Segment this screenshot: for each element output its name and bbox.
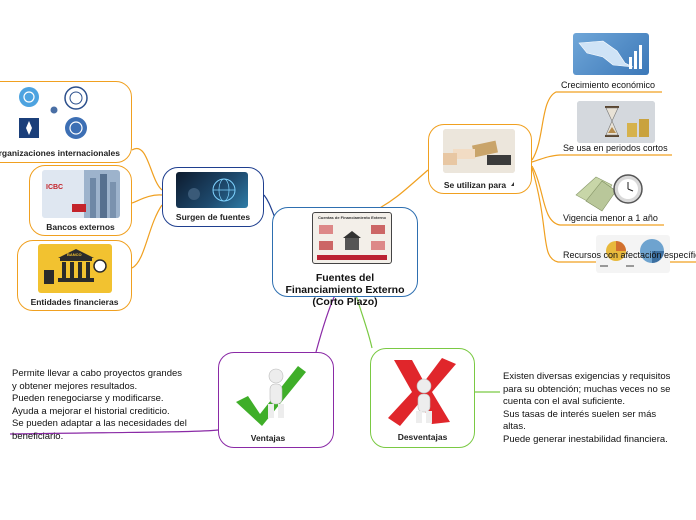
ventajas-label: Ventajas <box>218 433 318 443</box>
use-item-vigencia[interactable]: Vigencia menor a 1 año <box>563 213 658 223</box>
international-logos-icon <box>14 86 94 144</box>
desventajas-note-line: para su obtención; muchas veces no se <box>503 384 670 397</box>
desventajas-label: Desventajas <box>370 432 475 442</box>
uses-label: Se utilizan para <box>428 180 522 190</box>
desventajas-note-line: altas. <box>503 421 670 434</box>
hourglass-icon <box>577 101 655 143</box>
banco-sign-text: BANCO <box>67 252 82 257</box>
ventajas-note-line: beneficiario. <box>12 431 187 444</box>
digital-network-image <box>176 172 248 208</box>
link-surgen-org <box>132 148 162 190</box>
desventajas-note-line: Puede generar inestabilidad financiera. <box>503 434 670 447</box>
map-growth-icon <box>573 33 649 75</box>
desventajas-note-line: Existen diversas exigencias y requisitos <box>503 371 670 384</box>
link-uses-periodos <box>532 155 672 162</box>
hourglass-image <box>577 101 655 143</box>
link-surgen-entidades <box>132 205 162 268</box>
checkmark-icon <box>232 360 320 426</box>
money-handover-icon <box>443 129 515 173</box>
ventajas-notes: Permite llevar a cabo proyectos grandes … <box>12 368 187 444</box>
desventajas-note-line: cuenta con el aval suficiente. <box>503 396 670 409</box>
bank-logos-image: ICBC <box>42 170 120 218</box>
ventajas-note-line: Permite llevar a cabo proyectos grandes <box>12 368 187 381</box>
handshake-money-image <box>443 129 515 173</box>
ventajas-note-line: Pueden renegociarse y modificarse. <box>12 393 187 406</box>
ventajas-note-line: y obtener mejores resultados. <box>12 381 187 394</box>
network-globe-icon <box>176 172 248 208</box>
link-central-uses <box>376 170 428 210</box>
bank-diagram-icon <box>313 213 391 263</box>
use-item-crecimiento[interactable]: Crecimiento económico <box>561 80 655 90</box>
bancos-label: Bancos externos <box>29 222 132 232</box>
entidades-label: Entidades financieras <box>17 297 132 307</box>
clock-money-image <box>572 165 650 213</box>
banks-collage-icon <box>42 170 120 218</box>
financing-chart-image: Cuentas de Financiamiento Externo <box>312 212 392 264</box>
surgen-label: Surgen de fuentes <box>162 212 264 222</box>
mexico-map-image <box>573 33 649 75</box>
desventajas-note-line: Sus tasas de interés suelen ser más <box>503 409 670 422</box>
use-item-recursos[interactable]: Recursos con afectación específica <box>563 250 696 260</box>
checkmark-figure-image <box>232 360 320 426</box>
collapse-arrow-icon[interactable] <box>511 182 514 186</box>
ventajas-note-line: Ayuda a mejorar el historial crediticio. <box>12 406 187 419</box>
cross-mark-icon <box>384 356 462 428</box>
central-title: Fuentes del Financiamiento Externo (Cort… <box>272 272 418 308</box>
cross-figure-image <box>384 356 462 428</box>
org-label: Organizaciones internacionales <box>0 148 132 158</box>
org-logos <box>14 86 94 144</box>
ventajas-note-line: Se pueden adaptar a las necesidades del <box>12 418 187 431</box>
bank-building-image: BANCO <box>38 244 112 293</box>
icbc-logo-text: ICBC <box>46 184 63 191</box>
use-item-periodos[interactable]: Se usa en periodos cortos <box>563 143 668 153</box>
alarm-clock-money-icon <box>572 165 650 213</box>
desventajas-notes: Existen diversas exigencias y requisitos… <box>503 371 670 447</box>
link-surgen-bancos <box>132 195 162 203</box>
